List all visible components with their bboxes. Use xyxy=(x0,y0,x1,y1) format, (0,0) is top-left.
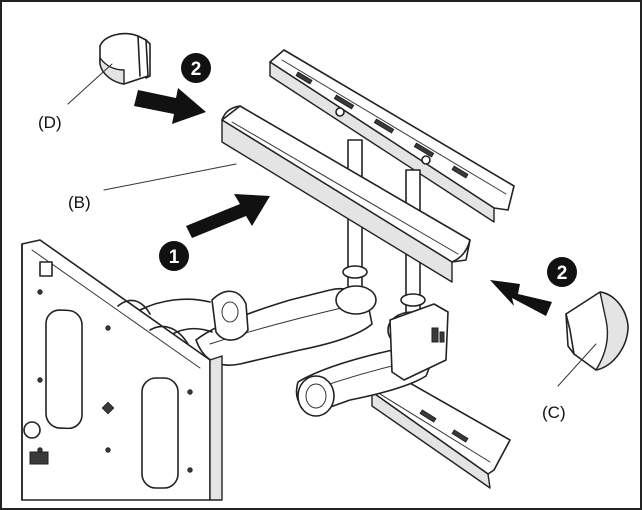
tv-mounting-plate xyxy=(21,239,223,501)
cover-channel-b xyxy=(221,105,471,283)
end-cap-c xyxy=(565,291,629,371)
end-cap-d xyxy=(99,32,151,85)
part-label-d: (D) xyxy=(38,113,62,132)
step-number-2-right: 2 xyxy=(557,263,568,284)
leader-line-b xyxy=(103,163,237,191)
leader-line-c xyxy=(557,343,597,387)
step-badge-2-right: 2 xyxy=(547,257,577,287)
step-badge-2-left: 2 xyxy=(181,53,211,83)
part-label-b: (B) xyxy=(68,193,91,212)
step-number-2-left: 2 xyxy=(191,59,202,80)
upper-wall-rail xyxy=(269,49,515,223)
step-badge-1: 1 xyxy=(159,241,189,271)
insert-arrow-step-2-right xyxy=(490,280,552,316)
insert-arrow-step-2-left xyxy=(134,88,206,124)
leader-line-d xyxy=(67,63,113,105)
lower-wall-rail xyxy=(371,373,511,489)
part-label-c: (C) xyxy=(542,403,566,422)
leader-lines xyxy=(67,63,597,387)
step-number-1: 1 xyxy=(169,247,180,268)
insert-arrow-step-1 xyxy=(186,194,270,238)
